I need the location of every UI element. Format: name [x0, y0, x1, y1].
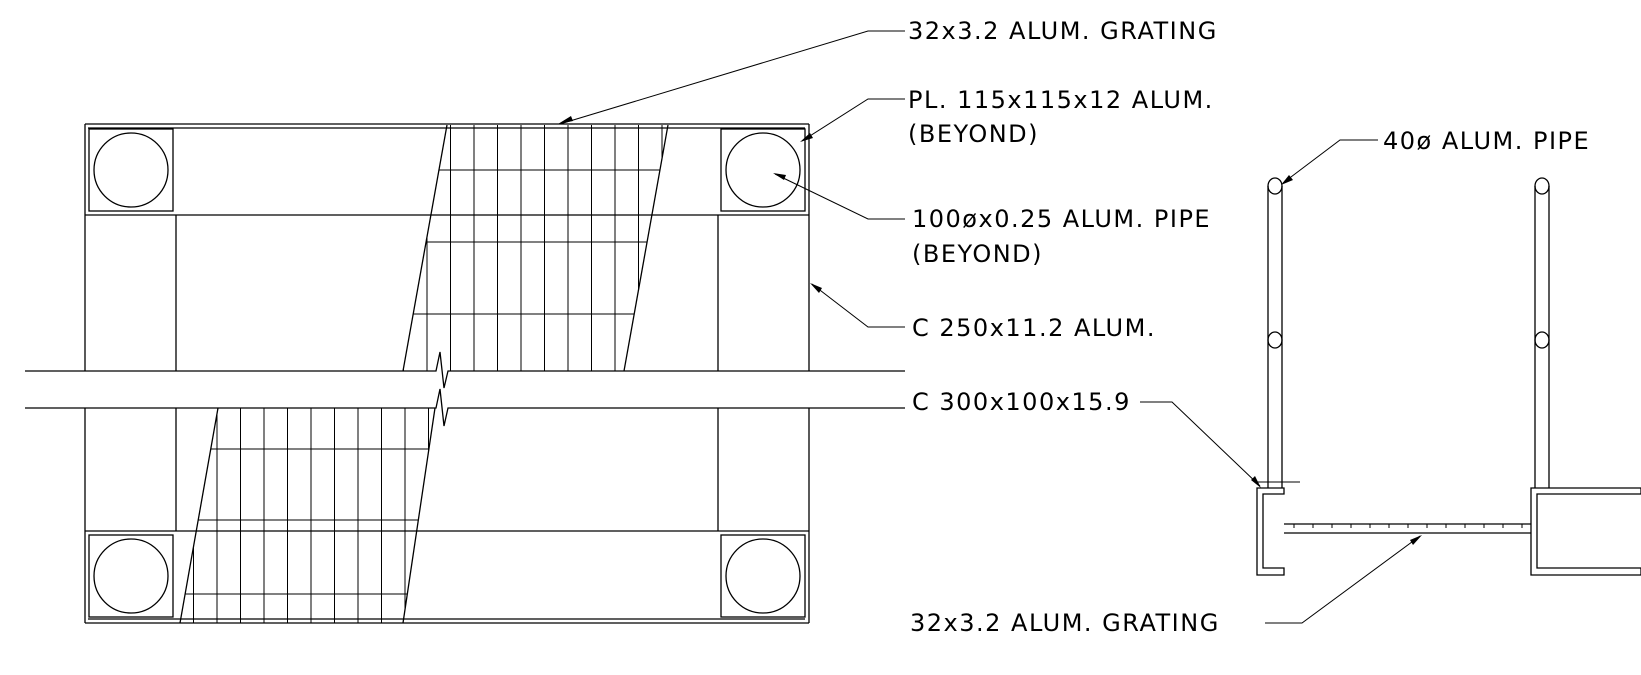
pipe-bottom-left — [93, 538, 169, 614]
lower-grating — [179, 407, 436, 624]
label-channel-large: C 300x100x15.9 — [912, 388, 1131, 416]
section-grating — [1284, 523, 1531, 534]
post-left — [1256, 177, 1300, 488]
channel-left — [1256, 487, 1285, 576]
plate-bottom-right — [720, 534, 806, 618]
lower-frame — [84, 408, 810, 624]
labels: 32x3.2 ALUM. GRATING PL. 115x115x12 ALUM… — [908, 17, 1590, 637]
pipe-top-left — [93, 132, 169, 208]
plate-top-right — [720, 128, 806, 212]
leaders — [558, 30, 1422, 624]
label-plate-line2: (BEYOND) — [908, 120, 1039, 148]
plate-bottom-left — [88, 534, 174, 618]
break-lines — [25, 351, 905, 427]
pipe-top-right — [725, 132, 801, 208]
label-pipe-line2: (BEYOND) — [912, 240, 1043, 268]
upper-grating — [402, 124, 669, 372]
plate-top-left — [88, 128, 174, 212]
label-grating-top: 32x3.2 ALUM. GRATING — [908, 17, 1218, 45]
label-pipe-line1: 100øx0.25 ALUM. PIPE — [912, 205, 1211, 233]
label-grating-bottom: 32x3.2 ALUM. GRATING — [910, 609, 1220, 637]
post-right — [1534, 177, 1550, 488]
label-plate-line1: PL. 115x115x12 ALUM. — [908, 86, 1214, 114]
pipe-bottom-right — [725, 538, 801, 614]
label-channel-small: C 250x11.2 ALUM. — [912, 314, 1156, 342]
channel-right — [1530, 487, 1641, 576]
label-post: 40ø ALUM. PIPE — [1383, 127, 1590, 155]
plan-view — [25, 123, 905, 624]
upper-frame — [84, 123, 810, 371]
section-view — [1256, 177, 1641, 576]
